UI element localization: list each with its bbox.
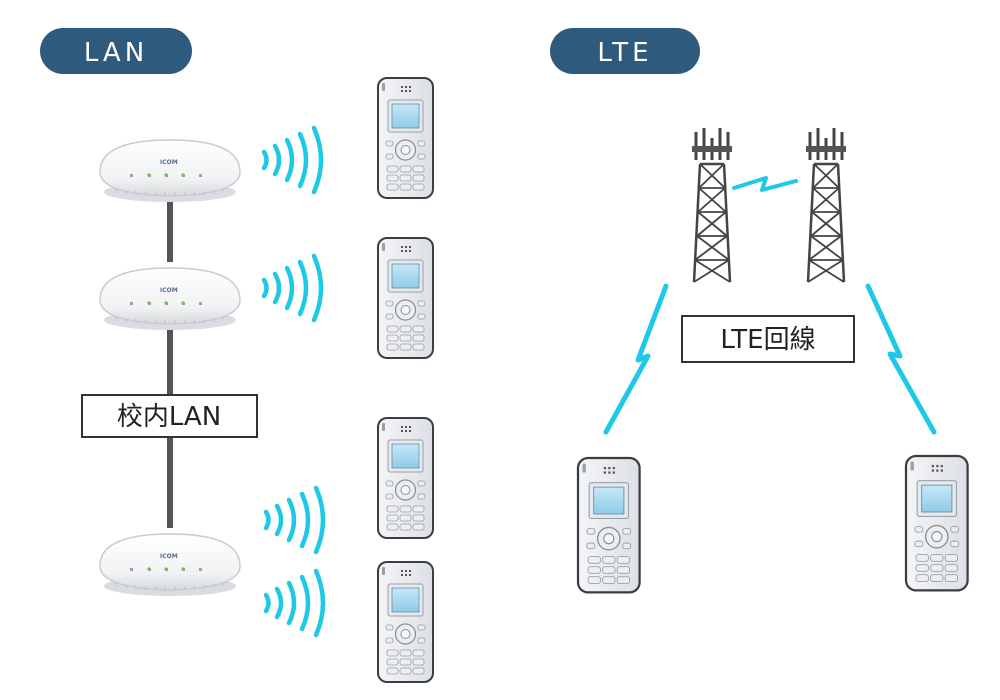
wifi-signal-icon: [266, 488, 323, 552]
campus-lan-text: 校内LAN: [117, 402, 221, 432]
cell-tower-icon: [804, 126, 848, 284]
campus-lan-label: 校内LAN: [81, 394, 258, 438]
tower-link-signal: [732, 176, 798, 192]
handset-phone: [377, 237, 434, 359]
handset-phone: [576, 456, 641, 594]
lte-line-text: LTE回線: [720, 325, 815, 355]
lte-line-label: LTE回線: [681, 315, 855, 363]
lan-header-pill: LAN: [40, 28, 192, 74]
lte-header-text: LTE: [597, 38, 652, 68]
access-point-brand: ICOM: [160, 159, 178, 166]
lte-header-pill: LTE: [550, 28, 700, 74]
wifi-signal-icon: [266, 571, 323, 635]
access-point: ICOM: [99, 267, 241, 331]
cell-tower-icon: [690, 126, 734, 284]
wifi-signal-icon: [264, 256, 321, 320]
handset-phone: [904, 454, 969, 592]
access-point-brand: ICOM: [160, 553, 178, 560]
lan-section: LAN ICOM ICOM ICOM 校内LAN: [40, 28, 434, 683]
handset-phone: [377, 77, 434, 199]
access-point-brand: ICOM: [160, 287, 178, 294]
handset-phone: [377, 561, 434, 683]
wifi-signal-icon: [264, 128, 321, 192]
lte-signal-left: [603, 283, 669, 435]
lte-section: LTE LTE回線: [550, 28, 969, 594]
lan-header-text: LAN: [84, 38, 148, 68]
access-point: ICOM: [99, 139, 241, 203]
lte-signal-right: [865, 283, 937, 435]
access-point: ICOM: [99, 533, 241, 597]
handset-phone: [377, 417, 434, 539]
